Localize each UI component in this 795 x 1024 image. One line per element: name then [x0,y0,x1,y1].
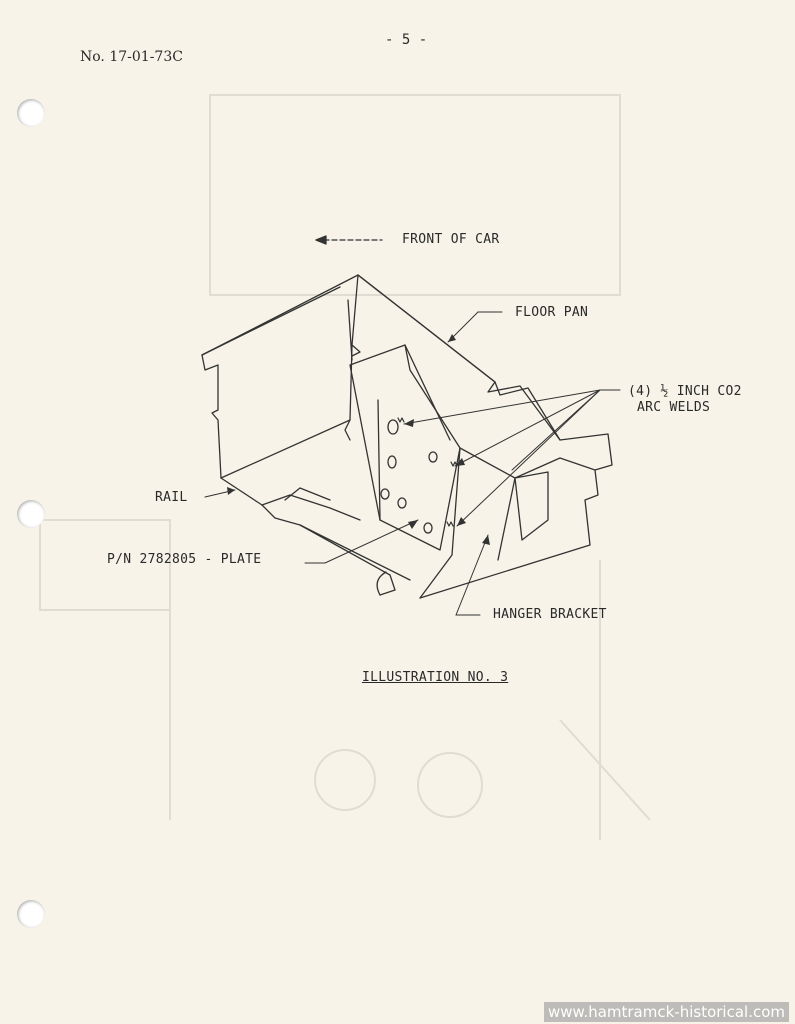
illustration-caption: ILLUSTRATION NO. 3 [362,670,509,685]
leader-lines [204,311,621,616]
punch-hole-middle [17,500,45,528]
rail-shape [201,274,561,506]
plate-label: P/N 2782805 - PLATE [107,552,262,567]
punch-hole-top [17,99,45,127]
document-number: No. 17-01-73C [80,49,183,65]
floor-pan-label: FLOOR PAN [515,305,589,320]
rail-flange-shape [261,487,411,596]
plate-shape [349,344,461,551]
floor-pan-shape [357,274,613,599]
welds-label-line1: (4) ½ INCH CO2 [628,384,742,399]
front-arrow-icon [315,235,383,245]
welds-label-line2: ARC WELDS [637,400,711,415]
front-of-car-label: FRONT OF CAR [402,232,500,247]
website-watermark: www.hamtramck-historical.com [544,1002,789,1022]
punch-hole-bottom [17,900,45,928]
arrowheads [227,334,490,545]
page-number: - 5 - [385,32,428,48]
rail-label: RAIL [155,490,188,505]
weld-marks [397,417,458,527]
hanger-bracket-label: HANGER BRACKET [493,607,607,622]
